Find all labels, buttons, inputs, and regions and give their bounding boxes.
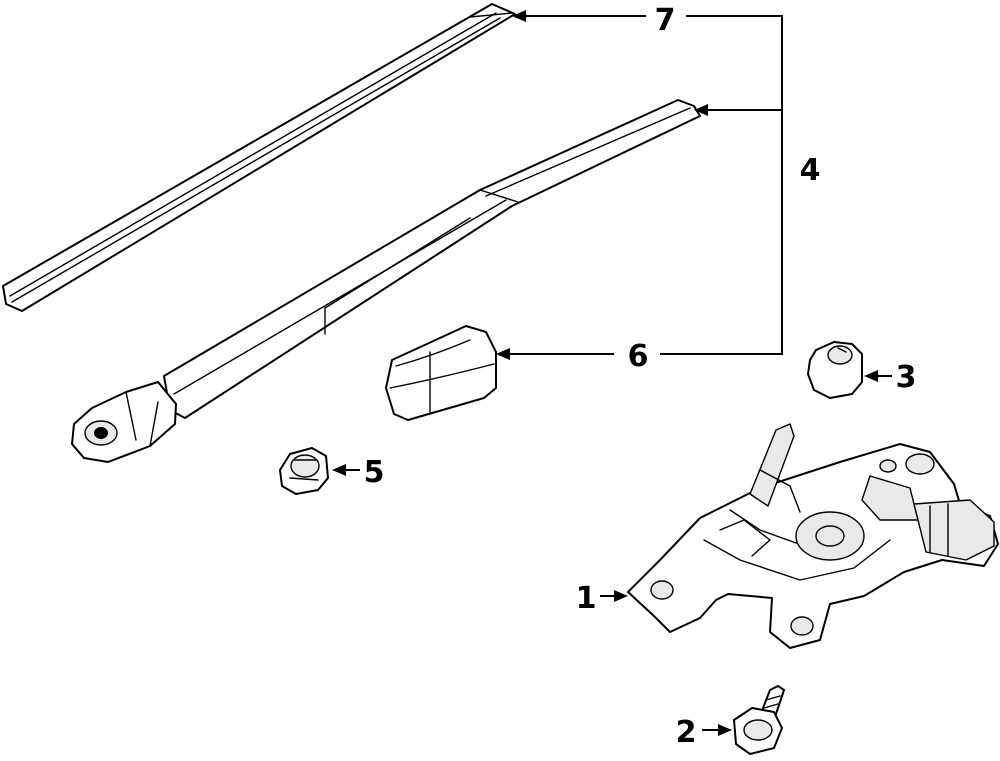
arrow-bolt: [718, 724, 732, 736]
arrow-blade: [512, 10, 526, 22]
callout-arm-cover: 6: [628, 339, 649, 374]
arrow-motor: [614, 590, 628, 602]
bolt[interactable]: [733, 685, 785, 755]
arrow-arm: [694, 104, 708, 116]
leader-blade: [520, 15, 783, 355]
callout-blade: 7: [655, 3, 676, 38]
nut[interactable]: [279, 447, 329, 495]
arrow-cap: [864, 370, 878, 382]
arrow-arm-cover: [496, 348, 510, 360]
callout-arm-assembly: 4: [800, 153, 821, 188]
wiper-arm[interactable]: [71, 99, 701, 463]
arm-cover[interactable]: [385, 325, 497, 421]
callout-cap: 3: [896, 360, 917, 395]
callout-motor: 1: [576, 581, 597, 616]
callout-bolt: 2: [676, 715, 697, 750]
wiper-blade[interactable]: [2, 3, 516, 312]
cap[interactable]: [807, 341, 863, 399]
wiper-motor[interactable]: [627, 423, 999, 649]
callout-nut: 5: [364, 455, 385, 490]
arrow-nut: [332, 464, 346, 476]
